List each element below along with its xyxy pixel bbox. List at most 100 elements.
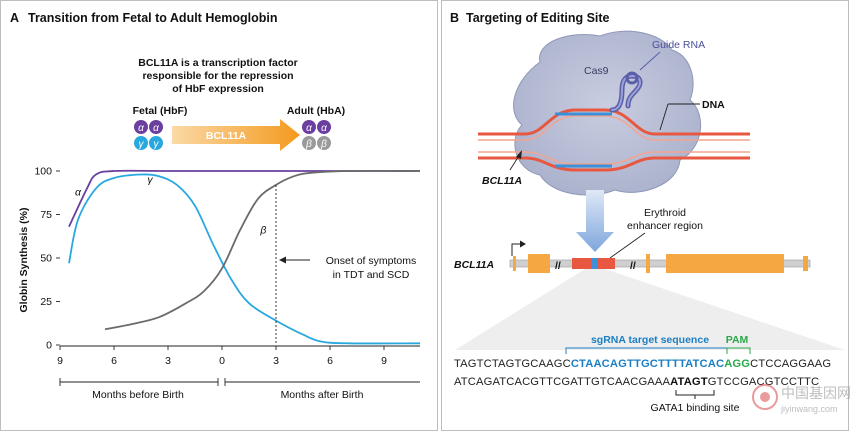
dna-pointer bbox=[659, 103, 669, 131]
desc-line-1: BCL11A is a transcription factor bbox=[138, 57, 297, 69]
alpha-glyph: α bbox=[138, 123, 144, 134]
dna-label: DNA bbox=[702, 99, 725, 111]
gamma-series-line bbox=[68, 173, 421, 345]
seq1-post: CTCCAGGAAG bbox=[750, 358, 831, 370]
erythroid-label-1: Erythroid bbox=[644, 207, 686, 219]
x-tick-label: 6 bbox=[111, 355, 117, 367]
alpha-series-label: α bbox=[75, 186, 82, 198]
target-site bbox=[592, 258, 597, 269]
watermark-url: jiyinwang.com bbox=[780, 404, 838, 414]
guide-rna-label: Guide RNA bbox=[652, 39, 705, 51]
series-labels: α γ β bbox=[75, 174, 266, 236]
beta-subunit-icon bbox=[317, 136, 331, 150]
seq1-pre: TAGTCTAGTGCAAGC bbox=[454, 358, 571, 370]
x-tick-label: 3 bbox=[165, 355, 171, 367]
gamma-series-label: γ bbox=[147, 174, 153, 186]
bcl11a-helix-label: BCL11A bbox=[482, 175, 522, 187]
alpha-glyph: α bbox=[306, 123, 312, 134]
y-axis-label: Globin Synthesis (%) bbox=[18, 207, 30, 312]
y-tick-label: 75 bbox=[40, 209, 52, 221]
exon bbox=[646, 254, 650, 273]
alpha-subunit-icon bbox=[134, 120, 148, 134]
exon bbox=[513, 256, 516, 271]
x-tick-label: 6 bbox=[327, 355, 333, 367]
break-mark-icon: // bbox=[630, 260, 636, 272]
y-tick-label: 0 bbox=[46, 340, 52, 352]
desc-line-2: responsible for the repression bbox=[142, 70, 293, 82]
panel-a-title: Transition from Fetal to Adult Hemoglobi… bbox=[28, 11, 278, 25]
beta-glyph: β bbox=[305, 139, 312, 150]
x-tick-label: 9 bbox=[381, 355, 387, 367]
seq1-target: CTAACAGTTGCTTTTATCAC bbox=[571, 358, 724, 370]
y-tick-label: 25 bbox=[40, 296, 52, 308]
alpha-glyph: α bbox=[321, 123, 327, 134]
seq1-pam: AGG bbox=[724, 358, 750, 370]
watermark-logo-icon bbox=[752, 384, 778, 410]
cas9-label: Cas9 bbox=[584, 65, 609, 77]
fetal-label: Fetal (HbF) bbox=[133, 105, 188, 117]
gamma-subunit-icon bbox=[149, 136, 163, 150]
gene-map-label: BCL11A bbox=[454, 259, 494, 271]
exon bbox=[528, 254, 550, 273]
sgrna-label: sgRNA target sequence bbox=[591, 334, 709, 346]
exon bbox=[666, 254, 784, 273]
beta-subunit-icon bbox=[302, 136, 316, 150]
seq2-post: GTCCGACGTCCTTC bbox=[708, 376, 819, 388]
beta-glyph: β bbox=[320, 139, 327, 150]
gene-backbone bbox=[509, 259, 811, 268]
y-axis: 0 25 50 75 100 bbox=[34, 166, 60, 352]
down-arrow-icon bbox=[576, 190, 614, 252]
gamma-subunit-icon bbox=[134, 136, 148, 150]
seq2-pre: ATCAGATCACGTTCGATTGTCAACGAAA bbox=[454, 376, 671, 388]
watermark-logo-dot bbox=[760, 392, 770, 402]
gamma-glyph: γ bbox=[154, 139, 160, 150]
dna-strands bbox=[478, 108, 750, 172]
break-mark-icon: // bbox=[555, 260, 561, 272]
months-before-label: Months before Birth bbox=[92, 389, 184, 401]
bcl11a-arrowhead-icon bbox=[516, 150, 522, 159]
pam-bracket bbox=[726, 347, 751, 354]
exon bbox=[803, 256, 808, 271]
beta-series-label: β bbox=[259, 225, 266, 237]
adult-label: Adult (HbA) bbox=[287, 105, 345, 117]
y-tick-label: 100 bbox=[34, 166, 52, 178]
guide-rna: Guide RNA bbox=[609, 39, 705, 113]
alpha-subunit-icon bbox=[302, 120, 316, 134]
zoom-wedge bbox=[455, 269, 845, 350]
gamma-glyph: γ bbox=[139, 139, 145, 150]
x-tick-label: 0 bbox=[219, 355, 225, 367]
fetal-hbf-icon: α α γ γ bbox=[134, 120, 163, 150]
adult-hba-icon: α α β β bbox=[302, 120, 331, 150]
onset-annotation: Onset of symptoms in TDT and SCD bbox=[275, 185, 416, 345]
watermark: 中国基因网 jiyinwang.com bbox=[752, 384, 850, 414]
bcl11a-gene-map: BCL11A // // bbox=[454, 240, 811, 273]
onset-arrowhead-icon bbox=[279, 256, 286, 264]
alpha-subunit-icon bbox=[149, 120, 163, 134]
tss-arrowhead-icon bbox=[520, 240, 526, 248]
sequence-line-1: TAGTCTAGTGCAAGCCTAACAGTTGCTTTTATCACAGGCT… bbox=[454, 358, 831, 370]
y-tick-label: 50 bbox=[40, 253, 52, 265]
gata1-label: GATA1 binding site bbox=[651, 402, 740, 414]
panel-b-title: Targeting of Editing Site bbox=[466, 11, 610, 25]
alpha-glyph: α bbox=[153, 123, 159, 134]
panel-a-letter: A bbox=[10, 11, 19, 25]
beta-series-line bbox=[104, 169, 421, 331]
onset-line-2: in TDT and SCD bbox=[333, 269, 410, 281]
series-lines bbox=[68, 169, 421, 345]
alpha-subunit-icon bbox=[317, 120, 331, 134]
pam-label: PAM bbox=[726, 334, 749, 346]
bcl11a-arrow: BCL11A bbox=[172, 119, 300, 151]
tss-arrow-icon bbox=[511, 243, 522, 256]
x-tick-label: 9 bbox=[57, 355, 63, 367]
sequence-line-2: ATCAGATCACGTTCGATTGTCAACGAAAATAGTGTCCGAC… bbox=[454, 376, 819, 388]
onset-line-1: Onset of symptoms bbox=[326, 255, 416, 267]
watermark-chinese: 中国基因网 bbox=[781, 385, 850, 401]
months-after-label: Months after Birth bbox=[281, 389, 364, 401]
bcl11a-arrow-label: BCL11A bbox=[206, 130, 247, 142]
seq2-gata1: ATAGT bbox=[670, 376, 708, 388]
desc-line-3: of HbF expression bbox=[172, 83, 264, 95]
